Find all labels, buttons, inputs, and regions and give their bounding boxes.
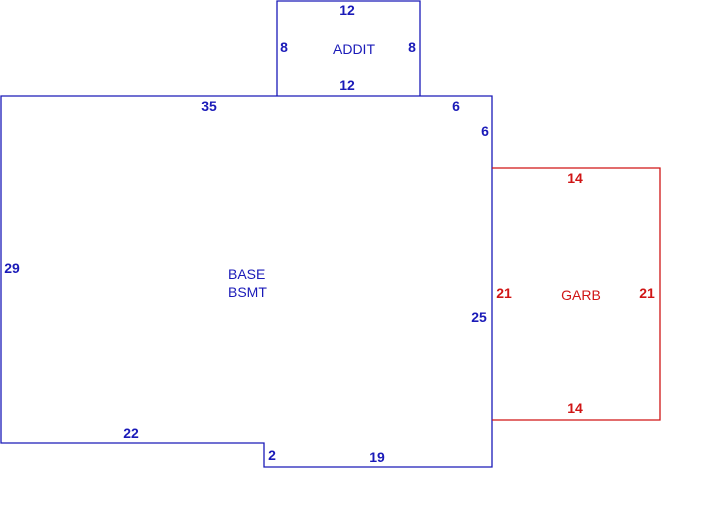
base-bottom-right-dimension: 19 bbox=[369, 449, 385, 465]
garage-bottom-dimension: 14 bbox=[567, 400, 583, 416]
base-top-dimension: 35 bbox=[201, 98, 217, 114]
addition-area-label: ADDIT bbox=[333, 41, 375, 57]
base-top-right-dimension: 6 bbox=[452, 98, 460, 114]
base-area-label-line2: BSMT bbox=[228, 284, 267, 300]
addition-left-dimension: 8 bbox=[280, 39, 288, 55]
garage-left-dimension: 21 bbox=[496, 285, 512, 301]
base-left-dimension: 29 bbox=[4, 260, 20, 276]
garage-top-dimension: 14 bbox=[567, 170, 583, 186]
base-right-upper-dimension: 6 bbox=[481, 123, 489, 139]
base-outline bbox=[0, 95, 493, 468]
base-area-label-line1: BASE bbox=[228, 266, 265, 282]
addition-outline bbox=[276, 0, 421, 96]
base-bottom-left-dimension: 22 bbox=[123, 425, 139, 441]
base-step-dimension: 2 bbox=[268, 447, 276, 463]
addition-right-dimension: 8 bbox=[408, 39, 416, 55]
garage-area-label: GARB bbox=[561, 287, 601, 303]
garage-right-dimension: 21 bbox=[639, 285, 655, 301]
base-right-dimension: 25 bbox=[471, 309, 487, 325]
garage-outline bbox=[492, 167, 661, 421]
addition-bottom-dimension: 12 bbox=[339, 77, 355, 93]
addition-top-dimension: 12 bbox=[339, 2, 355, 18]
